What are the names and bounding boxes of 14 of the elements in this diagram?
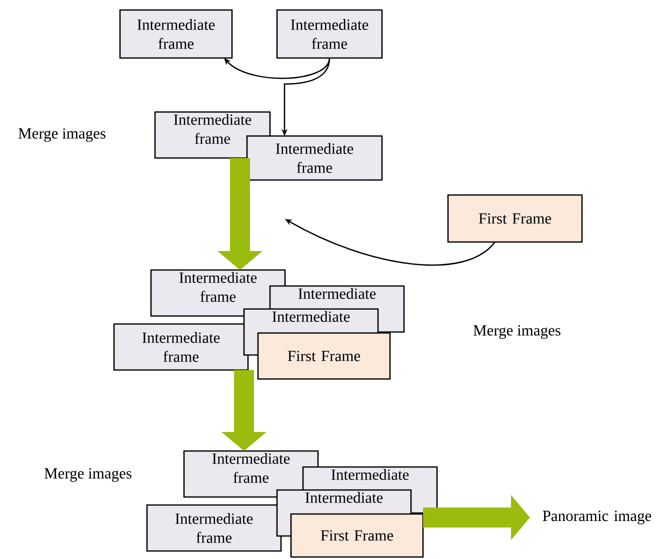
- frame-box: Intermediate frame: [119, 9, 233, 59]
- result-text: Panoramic image: [542, 510, 652, 524]
- merge-label: Merge images: [44, 468, 132, 482]
- merge-label: Merge images: [18, 128, 106, 142]
- frame-box: First Frame: [290, 513, 424, 558]
- frame-box: Intermediate frame: [154, 111, 271, 159]
- frame-box: First Frame: [447, 194, 583, 243]
- frame-box: Intermediate frame: [113, 323, 249, 371]
- frame-box: Intermediate frame: [276, 9, 383, 59]
- frame-box: Intermediate frame: [146, 504, 282, 552]
- frame-box: First Frame: [257, 332, 391, 380]
- frame-box: Intermediate frame: [246, 135, 383, 181]
- merge-label: Merge images: [473, 325, 560, 339]
- curved-arrow: [224, 58, 330, 79]
